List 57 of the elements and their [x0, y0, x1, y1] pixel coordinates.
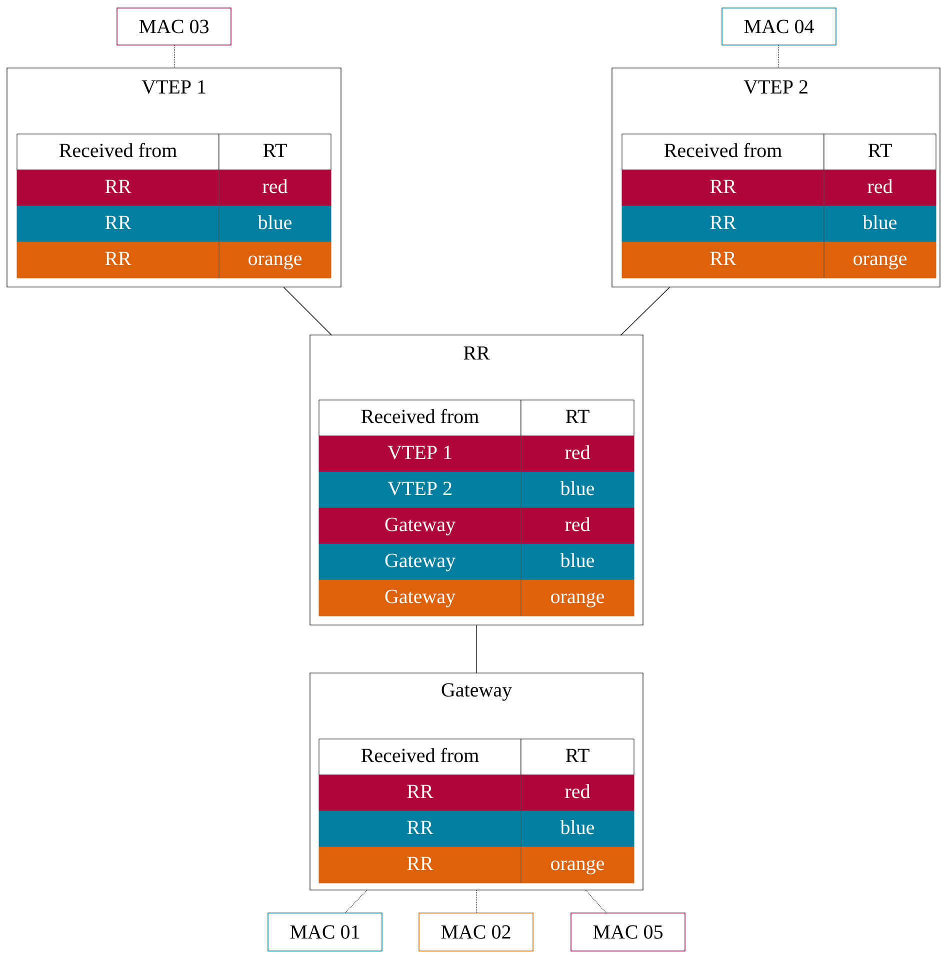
dotted-line [476, 890, 478, 914]
table-cell: red [520, 774, 634, 812]
box-title: Gateway [442, 683, 512, 701]
table-cell: RT [218, 134, 332, 170]
table-cell: red [520, 436, 634, 472]
device-box [310, 334, 644, 626]
table-cell: RR [622, 242, 824, 278]
mac-box: MAC 04 [722, 8, 836, 46]
device-box [612, 68, 940, 288]
table-cell: Received from [318, 400, 522, 436]
mac-box: MAC 05 [570, 912, 686, 952]
table-cell: VTEP 2 [318, 472, 522, 508]
table-cell: blue [520, 472, 634, 508]
table-cell: RR [318, 810, 522, 848]
table-cell: blue [824, 206, 936, 242]
table-cell: Gateway [318, 580, 522, 616]
table-cell: orange [218, 242, 332, 278]
table-cell: RR [16, 206, 220, 242]
dotted-line [174, 45, 176, 69]
table-cell: Gateway [318, 544, 522, 580]
box-title: VTEP 1 [142, 80, 206, 94]
device-box [310, 672, 644, 890]
table-cell: RT [520, 738, 634, 776]
table-cell: RR [16, 242, 220, 278]
table-cell: Gateway [318, 508, 522, 544]
table-cell: RR [622, 206, 824, 242]
dotted-line [344, 890, 368, 914]
table-cell: VTEP 1 [318, 436, 522, 472]
mac-box: MAC 02 [418, 912, 534, 952]
table-cell: blue [520, 810, 634, 848]
table-cell: orange [824, 242, 936, 278]
box-title: RR [464, 346, 490, 360]
table-cell: red [824, 170, 936, 206]
table-cell: RR [622, 170, 824, 206]
table-cell: Received from [622, 134, 824, 170]
table-cell: Received from [318, 738, 522, 776]
mac-box: MAC 01 [268, 912, 382, 952]
table-cell: Received from [16, 134, 220, 170]
table-cell: red [218, 170, 332, 206]
table-cell: orange [520, 846, 634, 884]
connector-line [476, 624, 478, 674]
table-cell: blue [218, 206, 332, 242]
table-cell: RR [318, 846, 522, 884]
table-cell: RT [824, 134, 936, 170]
table-cell: RR [318, 774, 522, 812]
dotted-line [778, 45, 780, 69]
box-title: VTEP 2 [744, 80, 808, 94]
table-cell: RR [16, 170, 220, 206]
connector-line [283, 286, 332, 336]
dotted-line [585, 890, 607, 914]
table-cell: orange [520, 580, 634, 616]
mac-box: MAC 03 [116, 8, 232, 46]
device-box [6, 68, 342, 288]
table-cell: RT [520, 400, 634, 436]
table-cell: red [520, 508, 634, 544]
connector-line [620, 286, 670, 336]
table-cell: blue [520, 544, 634, 580]
